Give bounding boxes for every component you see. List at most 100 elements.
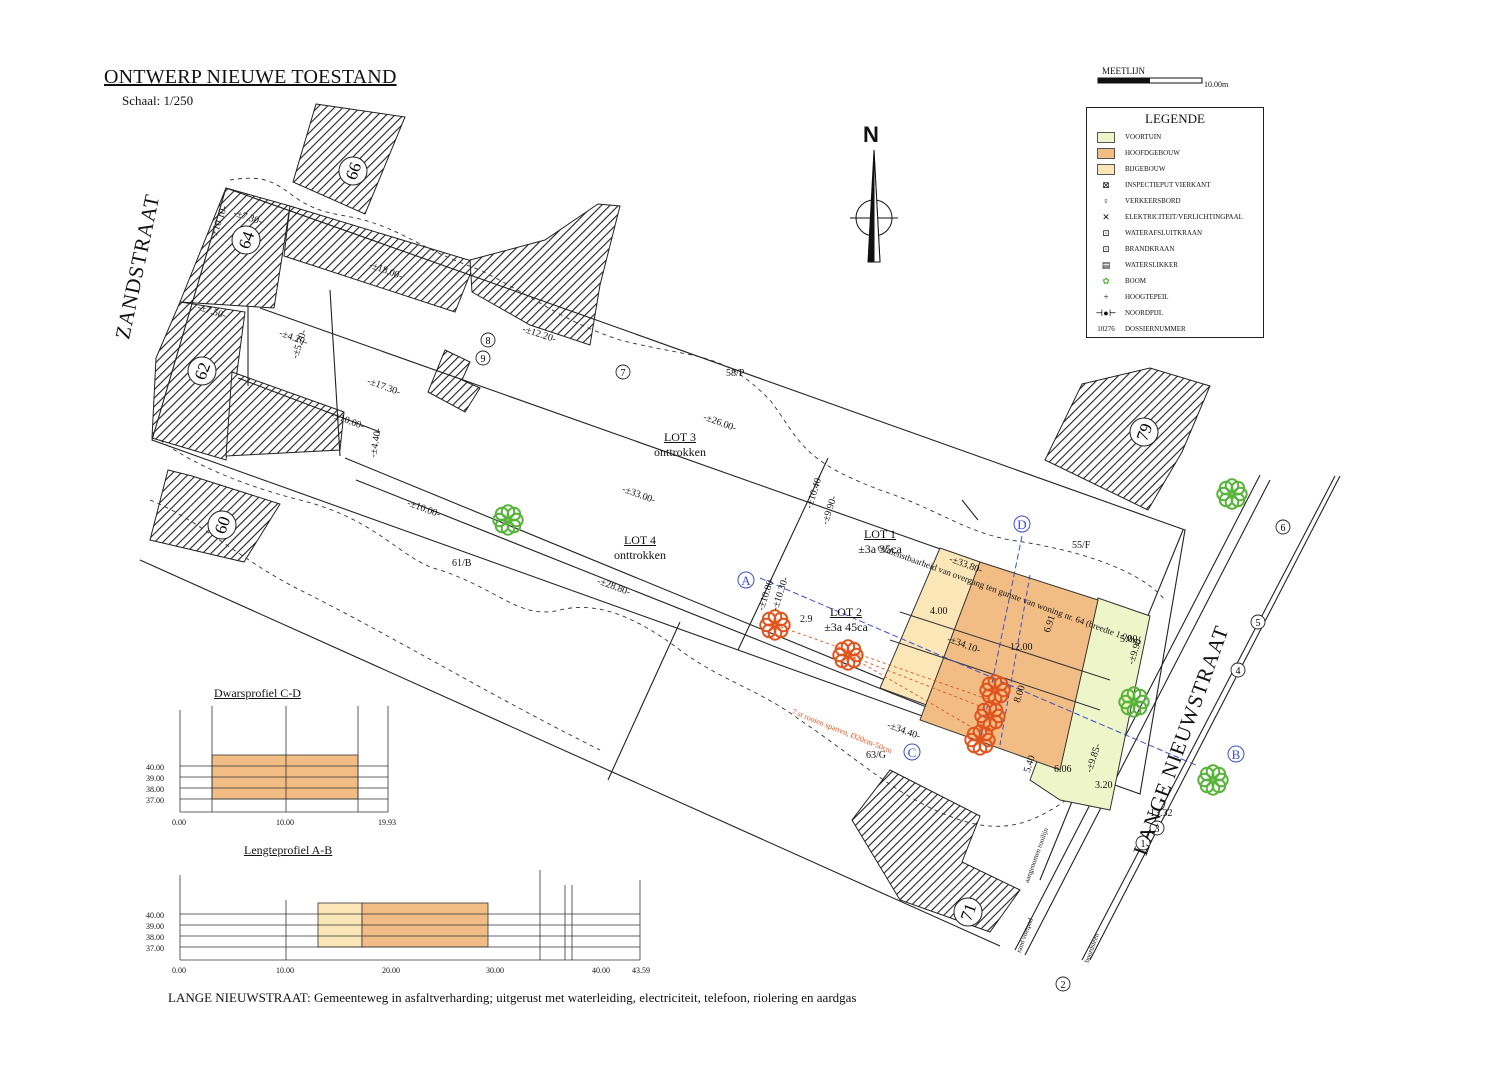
house-number-circle (338, 156, 368, 186)
brandkraan-icon: ⊡ (1102, 243, 1110, 254)
kraan-icon: ⊡ (1102, 227, 1110, 238)
lot-4-name: LOT 4 (623, 533, 657, 547)
marker-number: 6 (1281, 523, 1286, 534)
legend-item: ⊡BRANDKRAAN (1087, 241, 1263, 257)
house-number: 79 (1133, 421, 1157, 443)
dimension-label: 6.06 (1054, 764, 1072, 775)
marker-circle (1135, 835, 1151, 851)
legend-label: INSPECTIEPUT VIERKANT (1125, 181, 1211, 189)
dimension-label: 3.20 (1095, 780, 1113, 791)
house-number: 62 (191, 360, 215, 382)
lot-2-note: ±3a 45ca (824, 620, 868, 634)
legend-swatch (1097, 147, 1115, 159)
legend-item: VOORTUIN (1087, 129, 1263, 145)
profile-label: 37.00 (146, 944, 164, 953)
lot-2-name: LOT 2 (829, 605, 863, 619)
section-marker-circle (1227, 745, 1245, 763)
hoogtepeil-icon: + (1103, 292, 1109, 302)
marker-circle (1275, 519, 1291, 535)
profile-label: 40.00 (146, 763, 164, 772)
house-number-circle (187, 356, 217, 386)
marker-number: 3 (1155, 824, 1160, 835)
scalebar-max: 10.00m (1204, 80, 1229, 89)
marker-number: 1 (1141, 839, 1146, 850)
marker-circle (1250, 614, 1266, 630)
scale-label: Schaal: 1/250 (122, 93, 194, 108)
drawing-title: ONTWERP NIEUWE TOESTAND (104, 66, 397, 88)
marker-number: 7 (621, 368, 626, 379)
profile-label: 40.00 (146, 911, 164, 920)
dimension-label: 4.00 (930, 606, 948, 617)
legend-swatch-box (1097, 163, 1115, 175)
parcel-58p: 58/P (726, 368, 745, 379)
legend-item: ♀ VERKEERSBORD (1087, 193, 1263, 209)
legend-label: HOOGTEPEIL (1125, 293, 1169, 301)
profile-label: 39.00 (146, 922, 164, 931)
section-lines (759, 535, 1199, 767)
section-marker-circle (1013, 515, 1031, 533)
tree-icon (1216, 478, 1248, 510)
legend-item: ⊡WATERAFSLUITKRAAN (1087, 225, 1263, 241)
profile-cd-title: Dwarsprofiel C-D (214, 686, 301, 700)
legend-label: WATERSLIKKER (1125, 261, 1178, 269)
legend-label: BOOM (1125, 277, 1147, 285)
trees (492, 478, 1248, 796)
lot-3-note: onttrokken (654, 445, 706, 459)
legend-item: ▤WATERSLIKKER (1087, 257, 1263, 273)
dimension-label: 5.00 (1120, 634, 1138, 645)
profile-label: 0.00 (172, 818, 186, 827)
lot-1-name: LOT 1 (863, 527, 897, 541)
house-number: 66 (342, 160, 366, 182)
profile-label: 0.00 (172, 966, 186, 975)
parcel-lines (139, 187, 1341, 961)
legend-item: ⊣●⊢NOORDPIJL (1087, 305, 1263, 321)
marker-circle (480, 332, 496, 348)
legend-swatch-box (1097, 131, 1115, 143)
section-marker-circle (737, 571, 755, 589)
scale-bar (1097, 77, 1203, 84)
section-marker-letter: D (1017, 517, 1026, 532)
profile-label: 37.00 (146, 796, 164, 805)
marker-number: 5 (1256, 618, 1261, 629)
section-marker-letter: B (1232, 747, 1241, 762)
section-marker-letter: C (908, 745, 917, 760)
profile-label: 20.00 (382, 966, 400, 975)
legend-swatch-box (1097, 147, 1115, 159)
lot-1-label: LOT 1±3a 35ca (840, 527, 920, 557)
profile-label: 40.00 (592, 966, 610, 975)
legend-label: VERKEERSBORD (1125, 197, 1181, 205)
parcel-63g: 63/G (866, 750, 886, 761)
legend-item: + HOOGTEPEIL (1087, 289, 1263, 305)
tree-icon (759, 609, 791, 641)
marker-number: 8 (486, 336, 491, 347)
dimension-label: 2.9 (800, 614, 813, 625)
tree-icon (492, 504, 524, 536)
house-number: 64 (235, 228, 259, 251)
profile-label: 43.59 (632, 966, 650, 975)
dimension-label: 13.32 (1150, 808, 1173, 819)
lot-3-name: LOT 3 (663, 430, 697, 444)
legend-swatch (1097, 131, 1115, 143)
legend-label: DOSSIERNUMMER (1125, 325, 1186, 333)
removed-tree-leaders (774, 624, 991, 736)
marker-circle (615, 364, 631, 380)
lot-2-label: LOT 2±3a 45ca (806, 605, 886, 635)
profile-cd-drawing (179, 706, 389, 813)
legend-item: ✕ELEKTRICITEIT/VERLICHTINGPAAL (1087, 209, 1263, 225)
profile-label: 10.00 (276, 966, 294, 975)
tree-icon (1197, 764, 1229, 796)
marker-circle (1149, 820, 1165, 836)
north-arrow-icon (850, 149, 898, 263)
house-number-circle (953, 897, 983, 927)
verkeersbord-icon: ♀ (1102, 196, 1110, 206)
neighbour-buildings (149, 103, 1211, 933)
scalebar-label: MEETLIJN (1102, 66, 1145, 76)
house-number-circle (1129, 417, 1159, 447)
legend-label: HOOFDGEBOUW (1125, 149, 1180, 157)
